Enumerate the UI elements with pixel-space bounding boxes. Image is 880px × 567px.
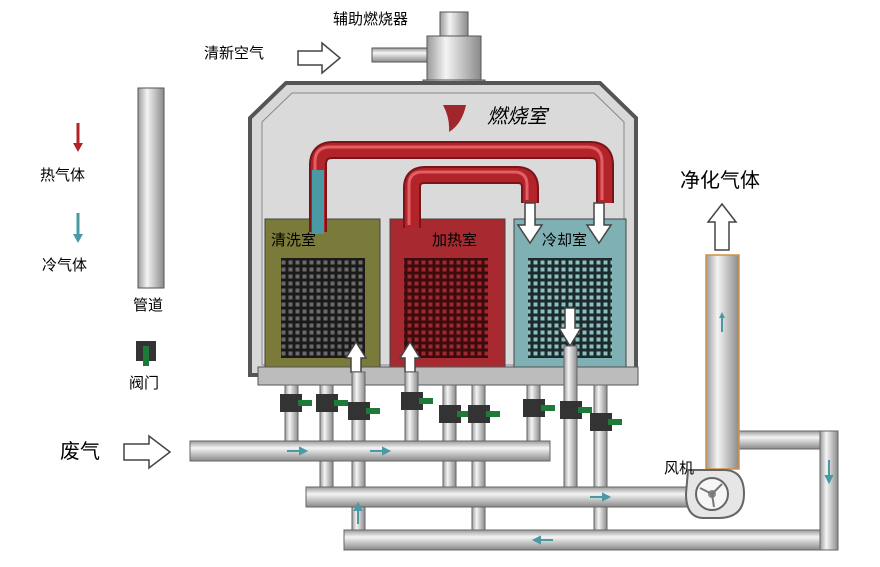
valve-label: 阀门 xyxy=(129,374,160,392)
chamber-base xyxy=(257,366,639,386)
down-arrow-icon xyxy=(516,202,544,245)
fresh-air-label: 清新空气 xyxy=(204,44,265,62)
valve-legend xyxy=(136,341,156,366)
cold-gas-legend-arrow xyxy=(73,213,83,243)
bottom-header-pipe xyxy=(343,529,825,551)
burner-flame-icon xyxy=(443,105,466,132)
fresh-air-arrow-icon xyxy=(297,41,342,75)
purified-gas-label: 净化气体 xyxy=(680,168,760,192)
exhaust-stack xyxy=(705,254,740,470)
hot-gas-legend-arrow xyxy=(73,123,83,152)
heating-chamber-label: 加热室 xyxy=(432,231,478,249)
fresh-air-pipe xyxy=(371,47,428,63)
cleaning-chamber xyxy=(264,218,381,368)
valves xyxy=(280,392,622,431)
purified-gas-arrow-icon xyxy=(706,202,738,251)
fan-label: 风机 xyxy=(664,459,695,477)
pipe-flow-arrows xyxy=(287,446,834,545)
fan-return-pipe xyxy=(735,430,839,551)
combustion-chamber-label: 燃烧室 xyxy=(487,104,547,128)
fan-icon xyxy=(684,469,746,519)
down-arrow-icon xyxy=(585,202,613,245)
exhaust-gas-label: 废气 xyxy=(60,439,100,463)
down-arrow-icon xyxy=(557,307,583,348)
pipe-legend xyxy=(137,87,165,289)
middle-header-pipe xyxy=(305,486,707,508)
cleaning-chamber-label: 清洗室 xyxy=(271,231,317,249)
hot-gas-duct-small xyxy=(403,166,539,228)
exhaust-inlet-arrow-icon xyxy=(123,434,172,470)
cold-gas-label: 冷气体 xyxy=(42,256,88,274)
hot-gas-label: 热气体 xyxy=(40,166,86,184)
pipe-label: 管道 xyxy=(133,296,164,314)
hot-gas-duct-large xyxy=(309,141,614,234)
cooling-chamber-label: 冷却室 xyxy=(542,231,588,249)
aux-burner-label: 辅助燃烧器 xyxy=(333,10,409,28)
